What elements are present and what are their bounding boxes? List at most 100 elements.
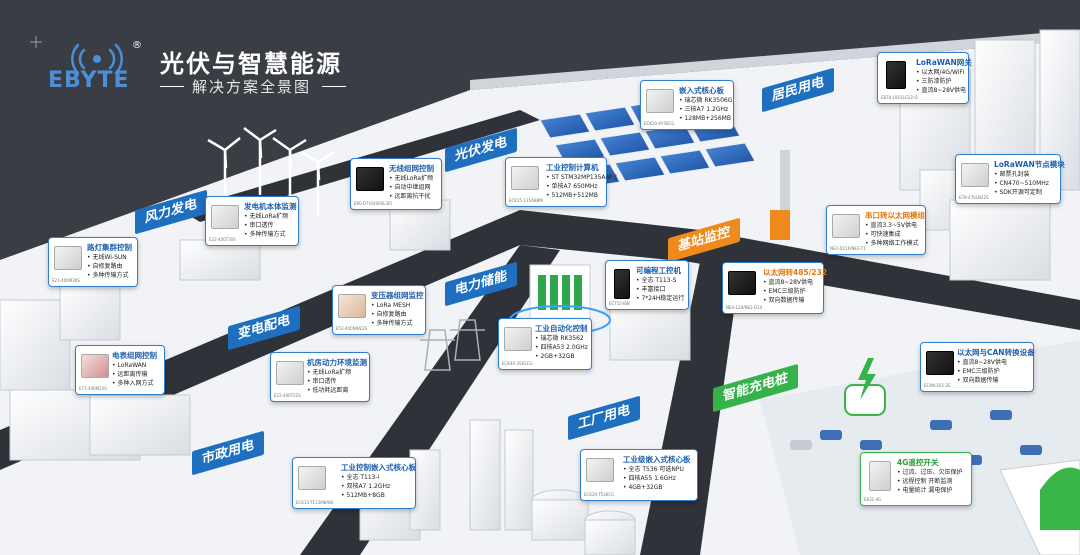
card-title: 工业级嵌入式核心板: [623, 455, 691, 464]
product-model: ECK20-6Y56CG: [644, 121, 675, 126]
product-image: [356, 167, 384, 191]
feature-item: LoRaWAN: [112, 361, 153, 370]
feature-item: 双向数据传输: [763, 296, 813, 305]
product-model: ECAN-E01-2E: [924, 383, 951, 388]
feature-item: 四核A55 1.6GHz: [623, 474, 684, 483]
feature-item: 可快速集成: [865, 230, 918, 239]
card-industrial-automation: ECK40-3562CG 工业自动化控制 瑞芯微 RK3562 四核A53 2.…: [498, 318, 592, 370]
card-title: 变压器组网监控: [371, 291, 424, 300]
product-image: [211, 205, 239, 229]
feature-list: 邮票孔封装 CN470~510MHz SDK开源可定制: [994, 170, 1049, 197]
product-image: [646, 89, 674, 113]
card-substation-network: E52-400NW22S 变压器组网监控 LoRa MESH 自修复路由 多种传…: [332, 285, 426, 335]
feature-list: 全志 T113-S 丰富接口 7*24H稳定运行: [636, 276, 684, 303]
product-image: [504, 327, 532, 351]
feature-item: 低功耗远距离: [307, 386, 351, 395]
card-serial-ethernet: NE2-D11P/NE2-T1 串口转以太网模组 直流3.3~5V供电 可快速集…: [826, 205, 926, 255]
product-image: [614, 269, 630, 299]
feature-item: 多种传输方式: [371, 319, 412, 328]
feature-item: 512MB+512MB: [546, 191, 617, 200]
feature-item: 无线LoRa扩频: [389, 174, 433, 183]
product-model: NE4-120/NE2-D14: [726, 305, 763, 310]
card-title: 无线组网控制: [389, 164, 434, 173]
card-industrial-embedded: ECK15-T113MBABI 工业控制嵌入式核心板 全志 T113-i 双核A…: [292, 457, 416, 509]
card-title: 以太网与CAN转换设备: [957, 348, 1035, 357]
feature-item: EMC三级防护: [957, 367, 1007, 376]
feature-item: 直流3.3~5V供电: [865, 221, 918, 230]
brand-logo: EBYTE: [48, 68, 130, 93]
feature-item: 自修复路由: [371, 310, 412, 319]
registered-mark: ®: [132, 40, 142, 51]
card-title: 嵌入式核心板: [679, 86, 724, 95]
card-machine-room: E22-400T22S 机房动力环境监测 无线LoRa扩频 串口透传 低功耗远距…: [270, 352, 370, 402]
product-model: NE2-D11P/NE2-T1: [830, 246, 866, 251]
card-lorawan-node: E78-470LN22S LoRaWAN节点模块 邮票孔封装 CN470~510…: [955, 154, 1065, 204]
feature-item: 多种入网方式: [112, 379, 153, 388]
feature-item: 串口透传: [244, 221, 288, 230]
feature-list: 以太网/4G/WiFi 三防漆防护 直流8~28V供电: [916, 68, 966, 95]
card-title: 工业控制嵌入式核心板: [341, 463, 416, 472]
feature-item: 三核A7 1.2GHz: [679, 105, 732, 114]
card-title: LoRaWAN节点模块: [994, 160, 1065, 169]
card-meter-network: E77-400M22S 电表组网控制 LoRaWAN 远距离传输 多种入网方式: [75, 345, 165, 395]
feature-list: 过流、过压、欠压保护 远程控制 开断监测 电量统计 漏电保护: [897, 468, 962, 495]
feature-item: LoRa MESH: [371, 301, 412, 310]
feature-item: 无线Wi-SUN: [87, 253, 128, 262]
feature-item: 四核A53 2.0GHz: [535, 343, 588, 352]
card-can-device: ECAN-E01-2E 以太网与CAN转换设备 直流8~28V供电 EMC三级防…: [920, 342, 1035, 392]
feature-item: 多种网络工作模式: [865, 239, 918, 248]
card-title: 电表组网控制: [112, 351, 157, 360]
product-image: [298, 466, 326, 490]
feature-list: 直流8~28V供电 EMC三级防护 双向数据传输: [957, 358, 1007, 385]
feature-item: 多种传输方式: [244, 230, 288, 239]
product-model: E52-400NW22S: [336, 326, 368, 331]
card-title: 4G遥控开关: [897, 458, 939, 467]
product-model: ECK15-T113MBABI: [296, 500, 334, 505]
feature-item: 双核A7 1.2GHz: [341, 482, 390, 491]
page-title: 光伏与智慧能源: [160, 50, 342, 78]
feature-item: 自修复路由: [87, 262, 128, 271]
card-industrial-core: ECK20-T536CG 工业级嵌入式核心板 全志 T536 可选NPU 四核A…: [580, 449, 698, 501]
product-image: [81, 354, 109, 378]
product-model: ECK20-T536CG: [584, 492, 615, 497]
feature-item: 512MB+8GB: [341, 491, 390, 500]
feature-list: 无线LoRa扩频 串口透传 低功耗远距离: [307, 368, 351, 395]
feature-item: 4GB+32GB: [623, 483, 684, 492]
feature-item: 三防漆防护: [916, 77, 966, 86]
product-image: [728, 271, 756, 295]
product-model: E831-4G: [864, 497, 882, 502]
feature-item: 瑞芯微 RK3506G: [679, 96, 732, 105]
product-model: E90-DTU(400SL30): [354, 201, 393, 206]
feature-item: 双向数据传输: [957, 376, 1007, 385]
feature-item: 2GB+32GB: [535, 352, 588, 361]
feature-list: 无线Wi-SUN 自修复路由 多种传输方式: [87, 253, 128, 280]
feature-item: 远距离抗干扰: [389, 192, 433, 201]
signal-icon: [71, 43, 123, 75]
card-title: 路灯集群控制: [87, 243, 132, 252]
product-image: [586, 458, 614, 482]
feature-item: 远距离传输: [112, 370, 153, 379]
card-embedded-core: ECK20-6Y56CG 嵌入式核心板 瑞芯微 RK3506G 三核A7 1.2…: [640, 80, 734, 130]
card-title: 机房动力环境监测: [307, 358, 367, 367]
feature-item: EMC三级防护: [763, 287, 813, 296]
product-image: [338, 294, 366, 318]
feature-item: 单核A7 650MHz: [546, 182, 617, 191]
product-image: [54, 246, 82, 270]
feature-item: 串口透传: [307, 377, 351, 386]
product-image: [886, 61, 906, 89]
product-model: E77-400M22S: [79, 386, 107, 391]
product-image: [832, 214, 860, 238]
feature-item: 电量统计 漏电保护: [897, 486, 962, 495]
product-image: [869, 461, 891, 491]
card-plc: ECT15-BW 可编程工控机 全志 T113-S 丰富接口 7*24H稳定运行: [605, 260, 689, 310]
product-model: ECT15-BW: [609, 301, 630, 306]
card-title: LoRaWAN网关: [916, 58, 972, 67]
feature-item: 多种传输方式: [87, 271, 128, 280]
feature-item: 邮票孔封装: [994, 170, 1049, 179]
feature-list: 瑞芯微 RK3562 四核A53 2.0GHz 2GB+32GB: [535, 334, 588, 361]
feature-item: 无线LoRa扩频: [244, 212, 288, 221]
card-ethernet-485: NE4-120/NE2-D14 以太网转485/232 直流8~28V供电 EM…: [722, 262, 827, 314]
feature-item: 全志 T113-i: [341, 473, 390, 482]
card-lorawan-gateway: E870-L915LG12-O LoRaWAN网关 以太网/4G/WiFi 三防…: [877, 52, 972, 104]
card-industrial-pc: ECK15-135ABBM 工业控制计算机 ST STM32MP135AAF3 …: [505, 157, 617, 207]
